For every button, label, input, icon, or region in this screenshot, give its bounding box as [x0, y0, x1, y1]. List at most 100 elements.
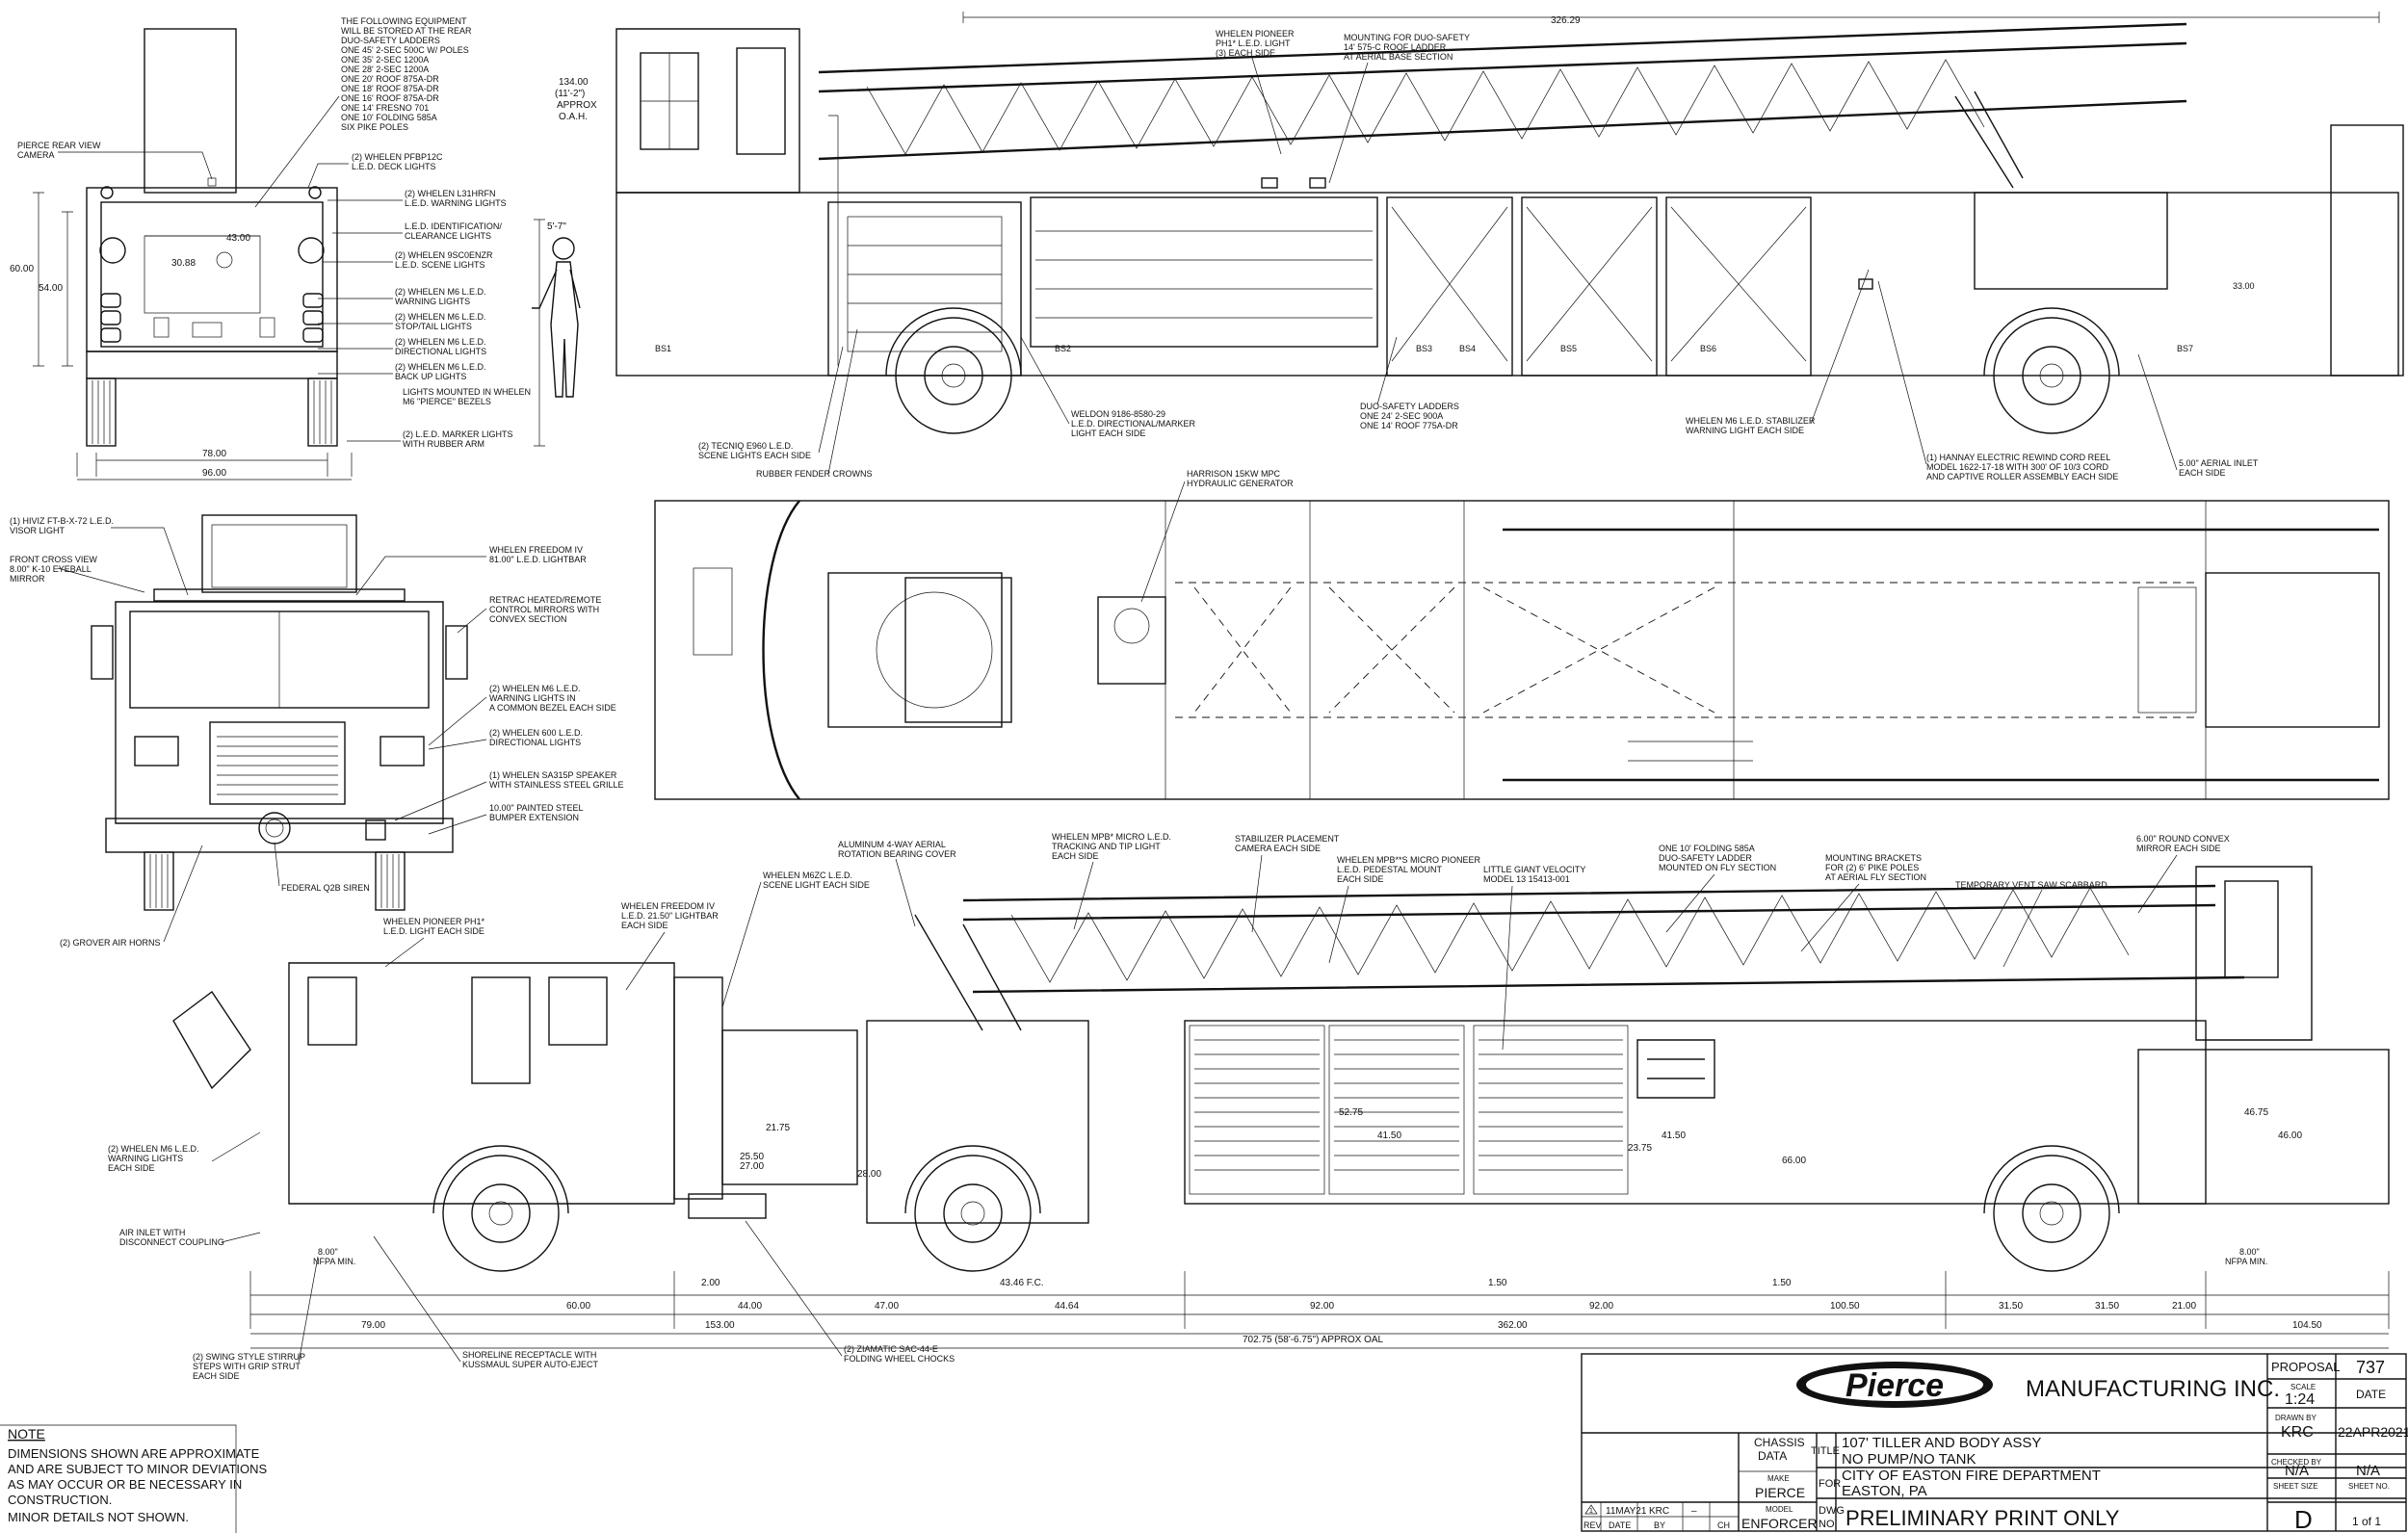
rear-equipment-note-line: WILL BE STORED AT THE REAR — [341, 26, 472, 36]
callout-mirrors: CONVEX SECTION — [489, 614, 567, 624]
callout-lightbar: WHELEN FREEDOM IV — [489, 545, 583, 555]
rev-date: 11MAY21 — [1606, 1506, 1647, 1517]
callout-pioneer-top: WHELEN PIONEER — [1216, 29, 1295, 39]
compartment-label: BS4 — [1459, 344, 1476, 353]
compartment-label: BS6 — [1700, 344, 1716, 353]
callout-m6-side: WARNING LIGHTS — [108, 1154, 183, 1163]
chassis-label: DATA — [1758, 1449, 1787, 1463]
dim-inner: 23.75 — [1628, 1143, 1652, 1154]
rear-view — [33, 28, 353, 481]
callout-weldon: LIGHT EACH SIDE — [1071, 429, 1145, 438]
callout-generator: HARRISON 15KW MPC — [1187, 469, 1281, 479]
callout-m6-side: EACH SIDE — [108, 1163, 155, 1173]
callout-clearance-lights: CLEARANCE LIGHTS — [405, 231, 491, 241]
rear-equipment-note-line: ONE 35' 2-SEC 1200A — [341, 55, 429, 65]
make-label: MAKE — [1767, 1474, 1790, 1483]
drawn-date: 22APR2021 — [2338, 1424, 2408, 1440]
callout-m6-backup: BACK UP LIGHTS — [395, 372, 466, 381]
dim-row2: 44.64 — [1055, 1301, 1079, 1312]
callout-freedom-side: L.E.D. 21.50" LIGHTBAR — [621, 911, 719, 921]
callout-roof-ladder: MOUNTING FOR DUO-SAFETY — [1344, 33, 1470, 42]
callout-scene-lights: L.E.D. SCENE LIGHTS — [395, 260, 485, 270]
rear-equipment-note-line: ONE 18' ROOF 875A-DR — [341, 84, 439, 93]
callout-stabilizer-light: WHELEN M6 L.E.D. STABILIZER — [1686, 416, 1816, 426]
callout-pioneer-side: WHELEN PIONEER PH1* — [383, 917, 485, 926]
dim-row2: 92.00 — [1589, 1301, 1613, 1312]
sheet-size-label: SHEET SIZE — [2273, 1482, 2318, 1491]
note-line: AS MAY OCCUR OR BE NECESSARY IN — [8, 1477, 242, 1492]
dim-row2: 100.50 — [1830, 1301, 1860, 1312]
dwg-label: DWG — [1819, 1505, 1845, 1517]
callout-bumper: 10.00" PAINTED STEEL — [489, 803, 584, 813]
rev-number: 1 — [1589, 1508, 1593, 1515]
callout-common-bezel: A COMMON BEZEL EACH SIDE — [489, 703, 616, 713]
callout-roof-ladder: AT AERIAL BASE SECTION — [1344, 52, 1453, 62]
callout-fly-ladder: MOUNTED ON FLY SECTION — [1659, 863, 1776, 872]
callout-m6-stop: STOP/TAIL LIGHTS — [395, 322, 472, 331]
dim-inner: 46.00 — [2278, 1130, 2302, 1141]
callout-speaker: WITH STAINLESS STEEL GRILLE — [489, 780, 624, 790]
callout-rear-camera: PIERCE REAR VIEW — [17, 141, 101, 150]
callout-warning-lights: (2) WHELEN L31HRFN — [405, 189, 496, 198]
dim-overall-length: 702.75 (58'-6.75") APPROX OAL — [1243, 1335, 1384, 1345]
note-line: CONSTRUCTION. — [8, 1493, 112, 1507]
checked-label: CHECKED BY — [2271, 1458, 2322, 1467]
note-title: NOTE — [8, 1426, 45, 1442]
callout-wheel-chocks: FOLDING WHEEL CHOCKS — [844, 1354, 955, 1364]
dim-inner: 52.75 — [1339, 1107, 1363, 1118]
proposal-number: 737 — [2356, 1358, 2385, 1377]
top-oah-line: O.A.H. — [559, 112, 588, 122]
callout-pike-brackets: MOUNTING BRACKETS — [1825, 853, 1922, 863]
dim-row1: 43.46 F.C. — [1000, 1278, 1044, 1288]
callout-m6-directional: (2) WHELEN M6 L.E.D. — [395, 337, 486, 347]
rev-header: BY — [1654, 1520, 1665, 1530]
callout-visor-light: VISOR LIGHT — [10, 526, 65, 535]
bottom-side-doors — [1189, 1025, 1629, 1195]
callout-air-inlet: DISCONNECT COUPLING — [119, 1237, 224, 1247]
callout-bezels: M6 "PIERCE" BEZELS — [403, 397, 491, 406]
rev-header: REV — [1584, 1520, 1602, 1530]
callout-scene-lights: (2) WHELEN 9SC0ENZR — [395, 250, 493, 260]
callout-marker-lights: (2) L.E.D. MARKER LIGHTS — [403, 429, 513, 439]
dim-row2: 92.00 — [1310, 1301, 1334, 1312]
dim-top-small: 33.00 — [2233, 281, 2255, 291]
top-oah-line: APPROX — [557, 100, 597, 111]
rear-equipment-note-line: ONE 14' FRESNO 701 — [341, 103, 429, 113]
callout-convex-mirror: 6.00" ROUND CONVEX — [2136, 834, 2230, 844]
callout-m6-backup: (2) WHELEN M6 L.E.D. — [395, 362, 486, 372]
model-label: MODEL — [1766, 1505, 1793, 1514]
callout-micro-pioneer: L.E.D. PEDESTAL MOUNT — [1337, 865, 1443, 874]
callout-m6zc: SCENE LIGHT EACH SIDE — [763, 880, 870, 890]
drawn-by: KRC — [2281, 1424, 2314, 1441]
callout-generator: HYDRAULIC GENERATOR — [1187, 479, 1294, 488]
dim-rear-center: 30.88 — [171, 258, 196, 269]
callout-tip-light: EACH SIDE — [1052, 851, 1099, 861]
title-block: Pierce MANUFACTURING INC. PROPOSAL 737 S… — [1581, 1353, 2408, 1533]
callout-roof-ladder: 14' 575-C ROOF LADDER — [1344, 42, 1447, 52]
dim-inner: 21.75 — [766, 1123, 790, 1133]
callout-rear-camera: CAMERA — [17, 150, 55, 160]
callout-tecniq: SCENE LIGHTS EACH SIDE — [698, 451, 811, 460]
dim-inner: 66.00 — [1782, 1156, 1806, 1166]
dim-inner: 41.50 — [1377, 1130, 1401, 1141]
logo-text: Pierce — [1845, 1367, 1944, 1404]
callout-pioneer-top: PH1* L.E.D. LIGHT — [1216, 39, 1291, 48]
compartment-label: BS1 — [655, 344, 671, 353]
dim-top-overall: 326.29 — [1551, 15, 1581, 26]
callout-tip-light: TRACKING AND TIP LIGHT — [1052, 842, 1161, 851]
callout-little-giant: MODEL 13 15413-001 — [1483, 874, 1570, 884]
compartment-label: BS2 — [1055, 344, 1071, 353]
callout-duo-ladders: ONE 14' ROOF 775A-DR — [1360, 421, 1458, 430]
callout-air-inlet: AIR INLET WITH — [119, 1228, 185, 1237]
callout-duo-ladders: DUO-SAFETY LADDERS — [1360, 402, 1459, 411]
bottom-side-view — [172, 866, 2390, 1349]
callout-micro-pioneer: WHELEN MPB**S MICRO PIONEER — [1337, 855, 1481, 865]
callout-eyeball-mirror: FRONT CROSS VIEW — [10, 555, 97, 564]
rev-header: CH — [1717, 1520, 1730, 1530]
callout-freedom-side: EACH SIDE — [621, 921, 668, 930]
callout-visor-light: (1) HIVIZ FT-B-X-72 L.E.D. — [10, 516, 114, 526]
top-oah-line: 134.00 — [559, 77, 589, 88]
callout-siren: FEDERAL Q2B SIREN — [281, 883, 370, 893]
title-line: 107' TILLER AND BODY ASSY — [1842, 1435, 2041, 1451]
